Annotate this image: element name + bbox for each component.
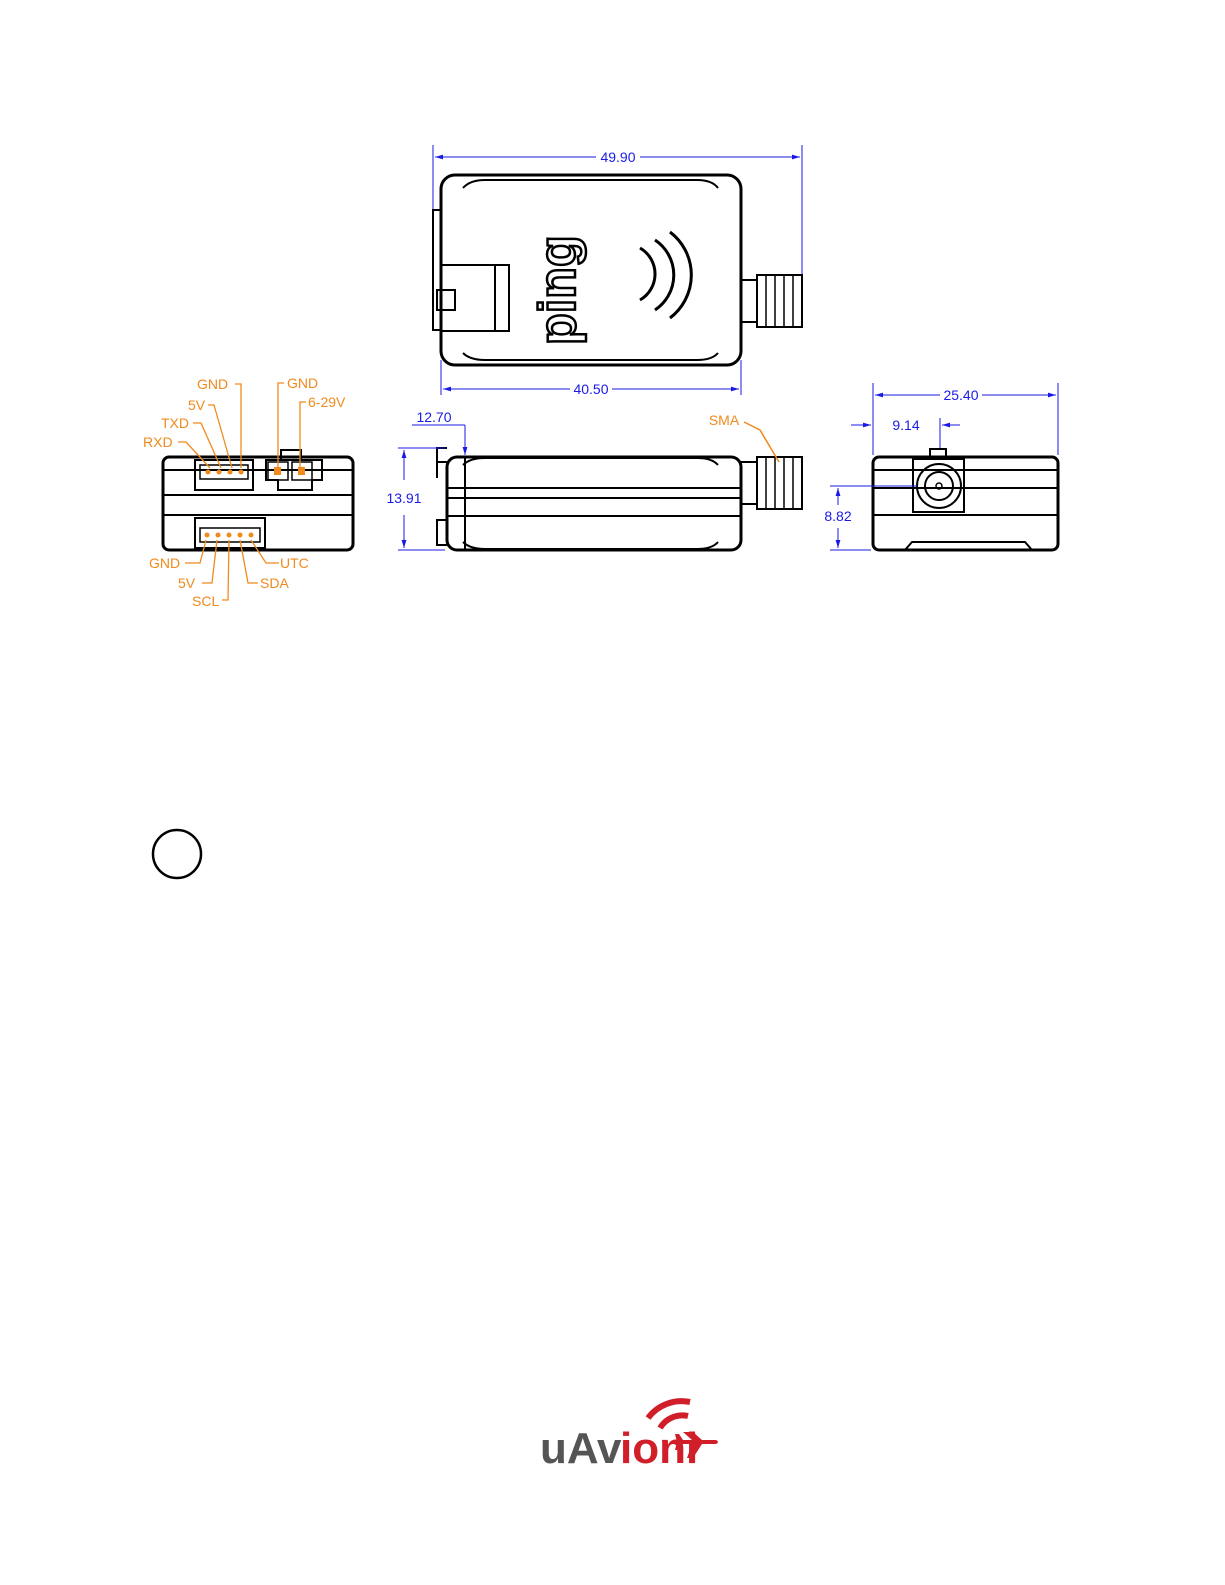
uavionix-logo: uAv ioni — [540, 1401, 718, 1473]
top-latch — [441, 265, 509, 331]
sma-callout: SMA — [709, 412, 779, 462]
dim-end-height: 8.82 — [824, 486, 917, 550]
pin-top-gnd: GND — [197, 376, 228, 392]
pin-power-vin: 6-29V — [308, 394, 346, 410]
top-view — [433, 145, 802, 395]
pin-bottom-gnd: GND — [149, 555, 180, 571]
side-view — [437, 448, 802, 550]
pin-power-gnd: GND — [287, 375, 318, 391]
pin-bottom-sda: SDA — [260, 575, 289, 591]
logo-text-red: ioni — [620, 1424, 698, 1473]
dim-40-50: 40.50 — [573, 381, 608, 397]
dim-25-40: 25.40 — [943, 387, 978, 403]
pin-dots — [205, 467, 306, 538]
dim-8-82: 8.82 — [824, 508, 851, 524]
dim-13-91: 13.91 — [386, 490, 421, 506]
top-body-outline — [441, 175, 741, 365]
side-sma-connector — [757, 457, 802, 509]
circle-marker-icon — [153, 830, 201, 878]
pin-top-txd: TXD — [161, 415, 189, 431]
dim-end-offset: 9.14 — [851, 417, 960, 448]
dim-overall-length: 49.90 — [435, 149, 800, 165]
end-view — [873, 449, 1058, 550]
dim-9-14: 9.14 — [892, 417, 919, 433]
logo-text-gray: uAv — [540, 1424, 622, 1473]
brand-label: ping — [529, 235, 587, 345]
pin-bottom-scl: SCL — [192, 593, 219, 609]
dim-49-90: 49.90 — [600, 149, 635, 165]
dim-12-70: 12.70 — [416, 409, 451, 425]
pin-bottom-utc: UTC — [280, 555, 309, 571]
pin-top-rxd: RXD — [143, 434, 173, 450]
top-sma-connector — [757, 275, 802, 327]
dim-body-length: 40.50 — [443, 381, 739, 397]
pin-bottom-5v: 5V — [178, 575, 196, 591]
pin-top-5v: 5V — [188, 397, 206, 413]
sma-label: SMA — [709, 412, 740, 428]
connector-view — [163, 450, 353, 550]
